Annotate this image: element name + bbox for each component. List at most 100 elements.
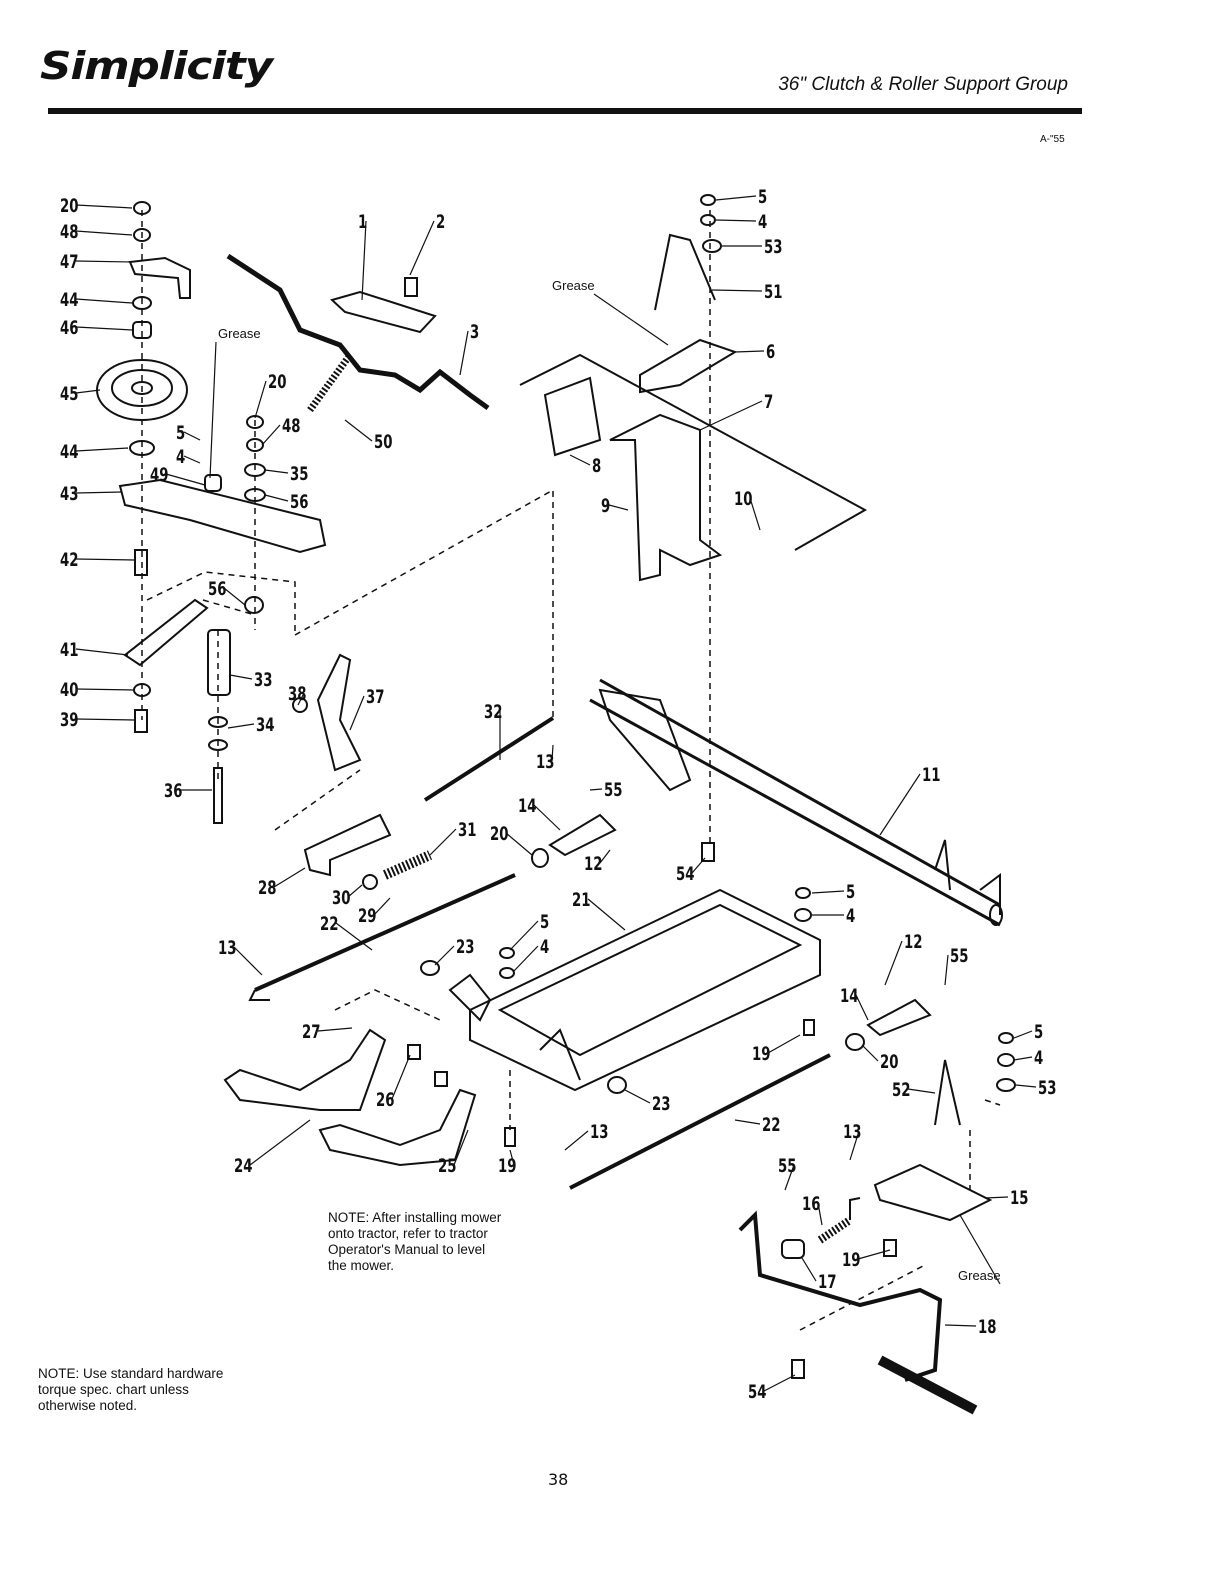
leader-line: [784, 1164, 795, 1191]
leader-line: [715, 195, 757, 201]
leader-line: [763, 1374, 796, 1392]
leader-line: [801, 1257, 817, 1282]
leader-line: [335, 922, 373, 951]
callout-7: 7: [764, 391, 773, 413]
roller-support-tube-11: [589, 678, 1001, 927]
grease-label: Grease: [958, 1268, 1001, 1283]
callout-4: 4: [846, 905, 855, 927]
note-line: onto tractor, refer to tractor: [328, 1226, 488, 1241]
leader-line: [165, 473, 206, 486]
leader-line: [849, 1130, 860, 1161]
callout-leader-lines: [75, 195, 1037, 1392]
callout-31: 31: [458, 819, 476, 841]
rod-52: [934, 1059, 961, 1126]
leader-line: [273, 867, 306, 888]
leader-line: [608, 504, 629, 511]
spring-16: [817, 1216, 853, 1244]
callout-38: 38: [288, 683, 306, 705]
callout-23: 23: [456, 936, 474, 958]
callout-56: 56: [208, 578, 226, 600]
callout-1: 1: [358, 211, 367, 233]
callout-14: 14: [518, 795, 536, 817]
leader-line: [429, 828, 457, 856]
callout-54: 54: [676, 863, 694, 885]
leader-line: [944, 1324, 977, 1327]
leader-line: [75, 558, 135, 561]
bracket-37: [316, 653, 362, 772]
idler-arm-43: [118, 478, 327, 554]
leader-line: [512, 945, 539, 973]
rod-22-hook: [248, 989, 270, 1001]
part-drawings: [96, 194, 1016, 1415]
leader-line: [699, 400, 763, 431]
callout-14: 14: [840, 985, 858, 1007]
rod-51: [654, 233, 716, 311]
leader-line: [715, 219, 757, 222]
leader-line: [254, 380, 267, 419]
callout-9: 9: [601, 495, 610, 517]
clutch-plate-21: [469, 888, 821, 1092]
leader-line: [624, 1089, 651, 1104]
callout-5: 5: [846, 881, 855, 903]
leader-line: [75, 688, 135, 691]
note-line: otherwise noted.: [38, 1398, 138, 1413]
callout-48: 48: [282, 415, 300, 437]
leader-line: [959, 1214, 1001, 1285]
leader-line: [711, 289, 763, 292]
simplicity-logo: Simplicity: [40, 44, 273, 88]
callout-49: 49: [150, 464, 168, 486]
callout-20: 20: [880, 1051, 898, 1073]
leader-line: [505, 832, 533, 856]
leader-line: [907, 1088, 936, 1094]
leader-line: [857, 1249, 891, 1260]
leader-line: [589, 788, 603, 791]
leader-line: [564, 1130, 589, 1151]
callout-55: 55: [950, 945, 968, 967]
callout-26: 26: [376, 1089, 394, 1111]
leader-line: [183, 431, 201, 441]
callout-21: 21: [572, 889, 590, 911]
leader-line: [734, 1119, 761, 1125]
callout-52: 52: [892, 1079, 910, 1101]
leader-line: [551, 744, 554, 762]
page-title: 36" Clutch & Roller Support Group: [778, 74, 1068, 95]
callout-4: 4: [758, 211, 767, 233]
callout-25: 25: [438, 1155, 456, 1177]
callout-20: 20: [60, 195, 78, 217]
leader-line: [264, 469, 289, 474]
callout-10: 10: [734, 488, 752, 510]
leader-line: [361, 220, 367, 301]
leader-line: [391, 1054, 411, 1100]
link-14: [548, 813, 617, 857]
pulley-hub: [131, 381, 153, 395]
note-line: torque spec. chart unless: [38, 1382, 189, 1397]
hardware-note: NOTE: Use standard hardware torque spec.…: [38, 1366, 223, 1414]
link-14-right: [866, 998, 932, 1037]
leader-line: [317, 1027, 353, 1032]
callout-30: 30: [332, 887, 350, 909]
callout-6: 6: [766, 341, 775, 363]
callout-48: 48: [60, 221, 78, 243]
callout-39: 39: [60, 709, 78, 731]
grease-label: Grease: [552, 278, 595, 293]
clutch-plate-ears: [448, 973, 581, 1081]
leader-line: [1013, 1030, 1033, 1039]
leader-line: [599, 849, 611, 864]
callout-44: 44: [60, 289, 78, 311]
callout-5: 5: [758, 186, 767, 208]
callout-22: 22: [762, 1114, 780, 1136]
leader-line: [347, 884, 363, 898]
callout-42: 42: [60, 549, 78, 571]
small-hardware: [244, 194, 1016, 1257]
callout-11: 11: [922, 764, 940, 786]
leader-line: [249, 1119, 311, 1166]
leader-line: [593, 293, 669, 346]
callout-43: 43: [60, 483, 78, 505]
page-number: 38: [548, 1470, 569, 1489]
leader-line: [569, 454, 591, 466]
leader-line: [509, 920, 539, 951]
note-line: Operator's Manual to level: [328, 1242, 486, 1257]
callout-53: 53: [764, 236, 782, 258]
